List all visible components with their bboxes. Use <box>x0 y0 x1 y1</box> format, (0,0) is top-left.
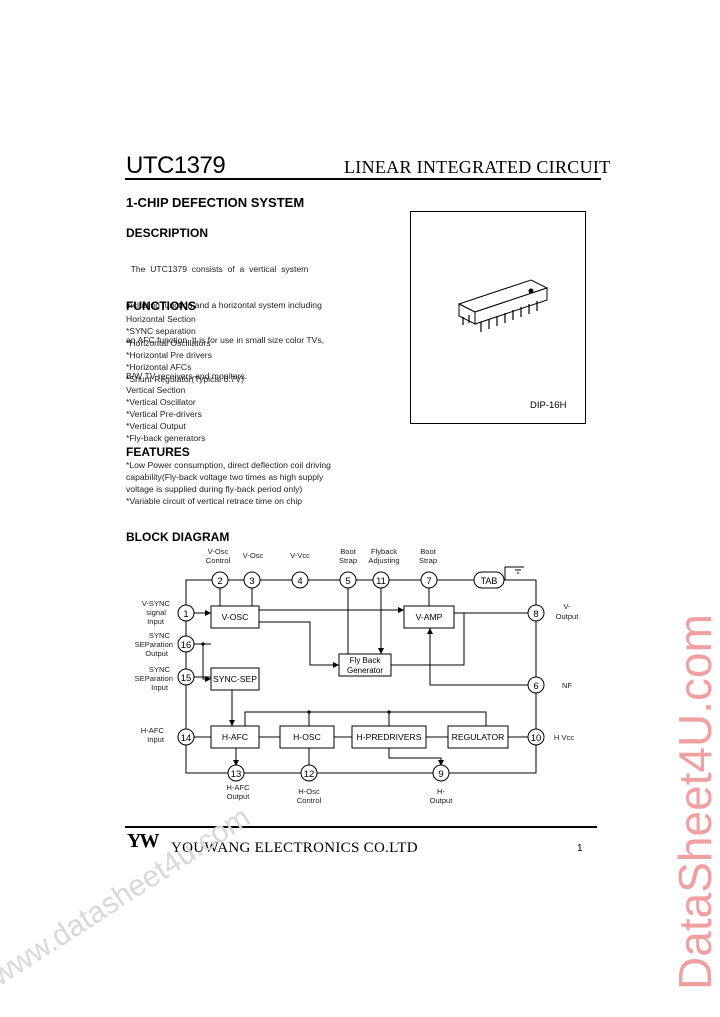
function-item: *Horizontal Pre drivers <box>126 349 212 360</box>
functions-list: Horizontal Section *SYNC separation *Hor… <box>126 314 244 445</box>
label-boot5-1: Boot <box>340 547 357 556</box>
pin-5: 5 <box>345 576 350 587</box>
function-item: Vertical Section <box>126 385 186 396</box>
pin-11: 11 <box>376 576 386 587</box>
description-line: The UTC1379 consists of a vertical syste… <box>126 263 309 274</box>
function-item: *Vertical Oscillator <box>126 397 196 408</box>
description-heading: DESCRIPTION <box>126 226 209 240</box>
label-vout-1: V- <box>563 602 571 611</box>
features-list: *Low Power consumption, direct deflectio… <box>126 460 331 508</box>
vamp-label: V-AMP <box>416 612 443 622</box>
functions-heading: FUNCTIONS <box>126 299 196 313</box>
footer-rule <box>125 826 597 828</box>
pin-8: 8 <box>533 609 538 620</box>
part-number: UTC1379 <box>126 152 226 179</box>
pin-10: 10 <box>531 733 542 744</box>
label-syncout-3: Output <box>145 649 169 658</box>
label-nf: NF <box>562 681 572 690</box>
package-label: DIP-16H <box>530 400 567 411</box>
function-item: *Horizontal AFCs <box>126 361 192 372</box>
company-name: YOUWANG ELECTRONICS CO.LTD <box>171 840 418 856</box>
label-syncin-3: Input <box>151 683 169 692</box>
label-syncin-2: SEParation <box>135 674 173 683</box>
feature-item: *Low Power consumption, direct deflectio… <box>126 460 331 470</box>
header-rule <box>125 178 601 180</box>
label-boot7-1: Boot <box>420 547 437 556</box>
classification: LINEAR INTEGRATED CIRCUIT <box>344 157 611 177</box>
function-item: *Horizontal Oscillators <box>126 337 211 348</box>
package-box <box>410 211 586 424</box>
label-vsync-2: signal <box>146 608 166 617</box>
label-fly-1: Flyback <box>371 547 397 556</box>
pin-7: 7 <box>426 576 431 587</box>
feature-item: capability(Fly-back voltage two times as… <box>126 471 324 482</box>
pin-1: 1 <box>183 609 188 620</box>
label-hoscctrl-2: Control <box>297 796 322 805</box>
label-syncout-2: SEParation <box>135 640 173 649</box>
pin-15: 15 <box>181 673 192 684</box>
label-hafcout-1: H-AFC <box>226 783 250 792</box>
pin-2: 2 <box>217 576 222 587</box>
label-vout-2: Output <box>556 612 580 621</box>
features-heading: FEATURES <box>126 445 190 459</box>
pin-6: 6 <box>533 681 538 692</box>
label-hvcc: H Vcc <box>554 733 574 742</box>
label-vvcc: V-Vcc <box>290 551 310 560</box>
label-syncin-1: SYNC <box>149 665 171 674</box>
label-hout-2: Output <box>430 796 454 805</box>
label-hafcin-2: Input <box>147 735 165 744</box>
syncsep-label: SYNC-SEP <box>213 674 257 684</box>
hosc-label: H-OSC <box>293 732 321 742</box>
hpre-label: H-PREDRIVERS <box>357 732 422 742</box>
hafc-label: H-AFC <box>222 732 248 742</box>
flyback-label-2: Generator <box>347 666 383 675</box>
watermark-right: DataSheet4U.com <box>669 614 720 990</box>
company-logo: YW <box>127 830 159 852</box>
vosc-label: V-OSC <box>222 612 249 622</box>
pin-13: 13 <box>231 769 242 780</box>
dip-package-icon <box>457 279 549 332</box>
description-line: including function and a horizontal syst… <box>126 299 322 310</box>
page-number: 1 <box>577 843 583 854</box>
label-vosc: V-Osc <box>243 551 264 560</box>
reg-label: REGULATOR <box>452 732 505 742</box>
label-fly-2: Adjusting <box>368 556 399 565</box>
function-item: *SYNC separation <box>126 325 196 336</box>
label-syncout-1: SYNC <box>149 631 171 640</box>
label-hoscctrl-1: H-Osc <box>298 787 320 796</box>
flyback-label-1: Fly Back <box>350 656 382 665</box>
label-hout-1: H- <box>437 787 445 796</box>
label-boot5-2: Strap <box>339 556 357 565</box>
label-vosc-ctrl-2: Control <box>206 556 231 565</box>
pin-14: 14 <box>181 733 192 744</box>
pin-12: 12 <box>304 769 315 780</box>
label-hafcout-2: Output <box>227 792 251 801</box>
feature-item: voltage is supplied during fly-back peri… <box>126 483 303 494</box>
label-boot7-2: Strap <box>419 556 437 565</box>
label-vsync-1: V-SYNC <box>142 599 171 608</box>
pin-4: 4 <box>297 576 302 587</box>
vosc-block <box>210 605 260 629</box>
label-hafcin-1: H-AFC <box>141 726 165 735</box>
function-item: *Fly-back generators <box>126 433 206 444</box>
function-item: Horizontal Section <box>126 314 196 324</box>
description-text: The UTC1379 consists of a vertical syste… <box>126 240 348 395</box>
label-vsync-3: Input <box>147 617 165 626</box>
function-item: *Shunt Regulator(Typical 6.7V) <box>126 373 244 384</box>
description-line: B/W TV receivers and monitors. <box>126 370 248 381</box>
tab-label: TAB <box>481 576 498 586</box>
pin-16: 16 <box>181 640 192 651</box>
block-diagram-heading: BLOCK DIAGRAM <box>126 530 230 544</box>
feature-item: *Variable circuit of vertical retrace ti… <box>126 495 303 506</box>
label-vosc-ctrl-1: V-Osc <box>208 547 229 556</box>
function-item: *Vertical Pre-drivers <box>126 409 202 420</box>
description-line: an AFC function. It is for use in small … <box>126 335 325 346</box>
pin-3: 3 <box>249 576 254 587</box>
function-item: *Vertical Output <box>126 421 186 432</box>
document-title: 1-CHIP DEFECTION SYSTEM <box>126 195 305 210</box>
pin-9: 9 <box>438 769 443 780</box>
